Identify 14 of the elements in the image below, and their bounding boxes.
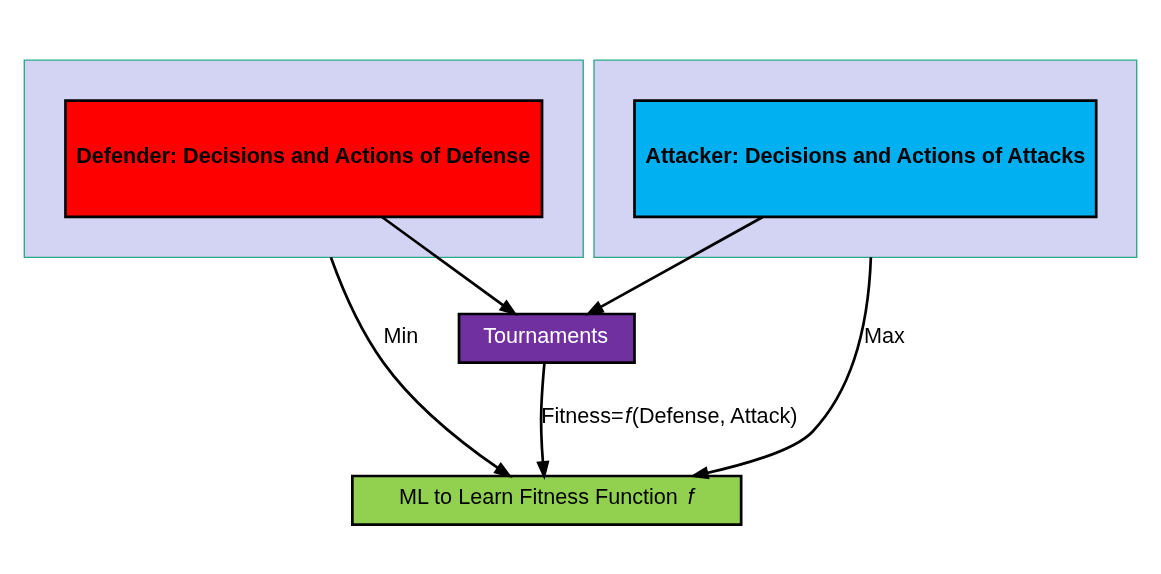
node-box: ML to Learn Fitness Function f: [351, 474, 743, 526]
arrow: [689, 257, 873, 480]
cluster: [23, 59, 584, 258]
edge-label: Max: [864, 323, 905, 349]
edge-label: Fitness=f(Defense, Attack): [541, 403, 798, 429]
arrow: [381, 215, 518, 316]
arrow: [329, 256, 513, 479]
arrow: [536, 362, 550, 481]
node-box: Attacker: Decisions and Actions of Attacks: [633, 99, 1098, 219]
edge-label: Min: [383, 323, 419, 349]
node-box: Defender: Decisions and Actions of Defense: [64, 99, 544, 219]
node-box: Tournaments: [457, 312, 636, 364]
arrow: [584, 215, 764, 316]
cluster: [593, 59, 1138, 258]
